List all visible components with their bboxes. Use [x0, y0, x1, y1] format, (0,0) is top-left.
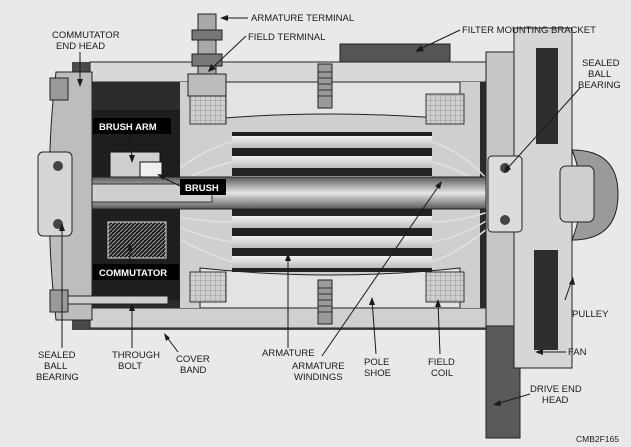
- leader-lines: [59, 15, 581, 406]
- right-bearing-ball-bottom: [500, 215, 510, 225]
- fan-blade-upper: [536, 48, 558, 144]
- commutator-body: [107, 221, 167, 259]
- nut-bottom-left: [49, 289, 69, 313]
- label-drive-end-head-line1: DRIVE END: [530, 384, 582, 395]
- left-bearing-ball-bottom: [53, 219, 63, 229]
- callout-labels: ARMATURE TERMINAL FIELD TERMINAL FILTER …: [36, 13, 621, 444]
- label-commutator-end-head-line1: COMMUTATOR: [52, 30, 120, 41]
- label-pole-shoe-line2: SHOE: [364, 368, 391, 379]
- figure-id: CMB2F165: [576, 434, 619, 444]
- label-brush-arm: BRUSH ARM: [99, 122, 157, 133]
- label-cover-band-line2: BAND: [180, 365, 207, 376]
- label-armature-windings-line2: WINDINGS: [294, 372, 343, 383]
- terminal-nut-lower: [191, 53, 223, 67]
- label-sealed-ball-bearing-left-line1: SEALED: [38, 350, 76, 361]
- label-cover-band-line1: COVER: [176, 354, 210, 365]
- nut-top-left: [49, 77, 69, 101]
- brush-arm-label-box: [93, 118, 171, 134]
- label-fan: FAN: [568, 347, 587, 358]
- pole-screw-top: [317, 63, 333, 109]
- brush-label-box: [180, 179, 226, 195]
- label-sealed-ball-bearing-right-line3: BEARING: [578, 80, 621, 91]
- label-armature: ARMATURE: [262, 348, 315, 359]
- label-armature-terminal: ARMATURE TERMINAL: [251, 13, 354, 24]
- label-brush: BRUSH: [185, 183, 219, 194]
- label-through-bolt-line2: BOLT: [118, 361, 142, 372]
- terminal-nut-upper: [191, 29, 223, 41]
- label-commutator-end-head-line2: END HEAD: [56, 41, 105, 52]
- label-sealed-ball-bearing-right-line2: BALL: [588, 69, 611, 80]
- through-bolt-shaft: [67, 295, 169, 305]
- label-sealed-ball-bearing-right-line1: SEALED: [582, 58, 620, 69]
- field-coil-upper-left: [189, 93, 227, 125]
- label-field-terminal: FIELD TERMINAL: [248, 32, 325, 43]
- left-bearing-housing: [37, 151, 73, 237]
- label-field-coil-line1: FIELD: [428, 357, 455, 368]
- label-commutator: COMMUTATOR: [99, 268, 167, 279]
- label-armature-windings-line1: ARMATURE: [292, 361, 345, 372]
- label-pulley: PULLEY: [572, 309, 609, 320]
- label-through-bolt-line1: THROUGH: [112, 350, 160, 361]
- label-sealed-ball-bearing-left-line3: BEARING: [36, 372, 79, 383]
- label-sealed-ball-bearing-left-line2: BALL: [44, 361, 67, 372]
- terminal-base: [187, 73, 227, 97]
- label-drive-end-head-line2: HEAD: [542, 395, 569, 406]
- right-bearing-housing: [487, 155, 523, 233]
- left-bearing-ball-top: [53, 161, 63, 171]
- filter-bracket-shape: [339, 43, 451, 63]
- frame-top-band: [89, 61, 503, 83]
- pole-screw-bottom: [317, 279, 333, 325]
- label-field-coil-line2: COIL: [431, 368, 453, 379]
- label-pole-shoe-line1: POLE: [364, 357, 389, 368]
- field-coil-lower-left: [189, 271, 227, 303]
- commutator-label-box: [93, 264, 179, 280]
- generator-body: [37, 13, 619, 439]
- pulley-hub: [559, 165, 595, 223]
- frame-bottom-band: [89, 307, 503, 329]
- field-coil-lower-right: [425, 271, 465, 303]
- fan-blade-lower: [534, 250, 558, 350]
- label-filter-mounting-bracket: FILTER MOUNTING BRACKET: [462, 25, 596, 36]
- field-coil-upper-right: [425, 93, 465, 125]
